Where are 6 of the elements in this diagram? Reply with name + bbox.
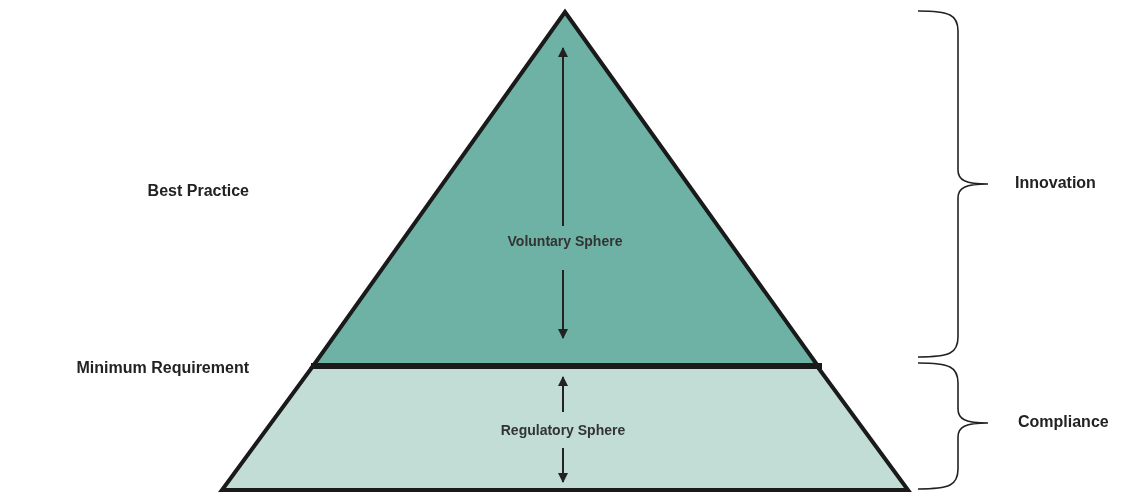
level-label: Minimum Requirement <box>76 359 249 377</box>
bracket-label: Innovation <box>1015 174 1096 192</box>
sphere-label: Regulatory Sphere <box>500 422 626 438</box>
level-label: Best Practice <box>147 182 249 200</box>
bracket-label: Compliance <box>1018 413 1109 431</box>
sphere-label: Voluntary Sphere <box>507 233 623 249</box>
